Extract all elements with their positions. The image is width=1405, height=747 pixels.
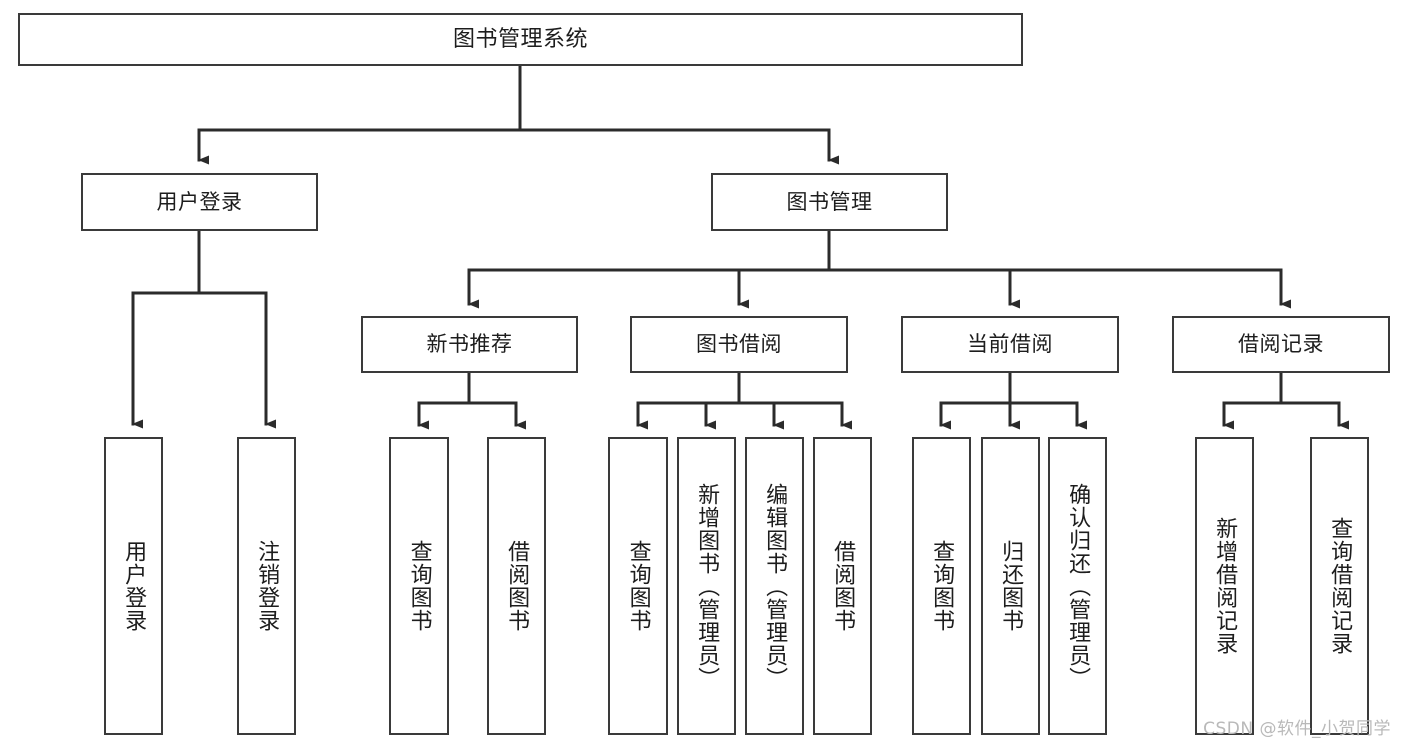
- node-root[interactable]: 图书管理系统: [18, 13, 1023, 66]
- node-borrow-record[interactable]: 借阅记录: [1172, 316, 1390, 373]
- node-leaf-return-book[interactable]: 归还图书: [981, 437, 1040, 735]
- node-current-borrow-label: 当前借阅: [967, 332, 1053, 357]
- node-leaf-add-borrow-record[interactable]: 新增借阅记录: [1195, 437, 1254, 735]
- node-user-login[interactable]: 用户登录: [81, 173, 318, 231]
- node-root-label: 图书管理系统: [452, 26, 588, 52]
- node-leaf-confirm-return-label: 确认归还（管理员）: [1065, 482, 1091, 690]
- node-leaf-user-login[interactable]: 用户登录: [104, 437, 163, 735]
- node-leaf-query-book-1-label: 查询图书: [406, 540, 432, 632]
- node-book-manage[interactable]: 图书管理: [711, 173, 948, 231]
- node-leaf-borrow-book-2-label: 借阅图书: [830, 540, 856, 632]
- node-leaf-borrow-book-1-label: 借阅图书: [504, 540, 530, 632]
- node-leaf-confirm-return[interactable]: 确认归还（管理员）: [1048, 437, 1107, 735]
- node-leaf-add-book-label: 新增图书（管理员）: [694, 482, 720, 690]
- node-leaf-return-book-label: 归还图书: [998, 540, 1024, 632]
- node-leaf-add-borrow-record-label: 新增借阅记录: [1212, 517, 1238, 655]
- node-book-borrow-label: 图书借阅: [696, 332, 782, 357]
- node-leaf-query-book-2[interactable]: 查询图书: [608, 437, 668, 735]
- node-leaf-user-login-label: 用户登录: [121, 540, 147, 632]
- node-leaf-logout-login-label: 注销登录: [254, 540, 280, 632]
- node-leaf-edit-book-label: 编辑图书（管理员）: [762, 482, 788, 690]
- node-leaf-borrow-book-1[interactable]: 借阅图书: [487, 437, 546, 735]
- node-new-book-recommend-label: 新书推荐: [426, 332, 513, 357]
- node-leaf-logout-login[interactable]: 注销登录: [237, 437, 296, 735]
- node-book-manage-label: 图书管理: [786, 189, 873, 214]
- watermark-text: CSDN @软件_小贺同学: [1203, 719, 1391, 739]
- node-current-borrow[interactable]: 当前借阅: [901, 316, 1119, 373]
- node-leaf-query-book-3-label: 查询图书: [929, 540, 955, 632]
- node-leaf-add-book[interactable]: 新增图书（管理员）: [677, 437, 736, 735]
- node-leaf-edit-book[interactable]: 编辑图书（管理员）: [745, 437, 804, 735]
- node-leaf-query-borrow-record-label: 查询借阅记录: [1327, 517, 1353, 655]
- node-leaf-query-borrow-record[interactable]: 查询借阅记录: [1310, 437, 1369, 735]
- node-borrow-record-label: 借阅记录: [1238, 332, 1324, 357]
- node-leaf-query-book-3[interactable]: 查询图书: [912, 437, 971, 735]
- node-book-borrow[interactable]: 图书借阅: [630, 316, 848, 373]
- node-leaf-query-book-1[interactable]: 查询图书: [389, 437, 449, 735]
- node-leaf-query-book-2-label: 查询图书: [625, 540, 651, 632]
- node-user-login-label: 用户登录: [156, 189, 243, 214]
- node-new-book-recommend[interactable]: 新书推荐: [361, 316, 578, 373]
- node-leaf-borrow-book-2[interactable]: 借阅图书: [813, 437, 872, 735]
